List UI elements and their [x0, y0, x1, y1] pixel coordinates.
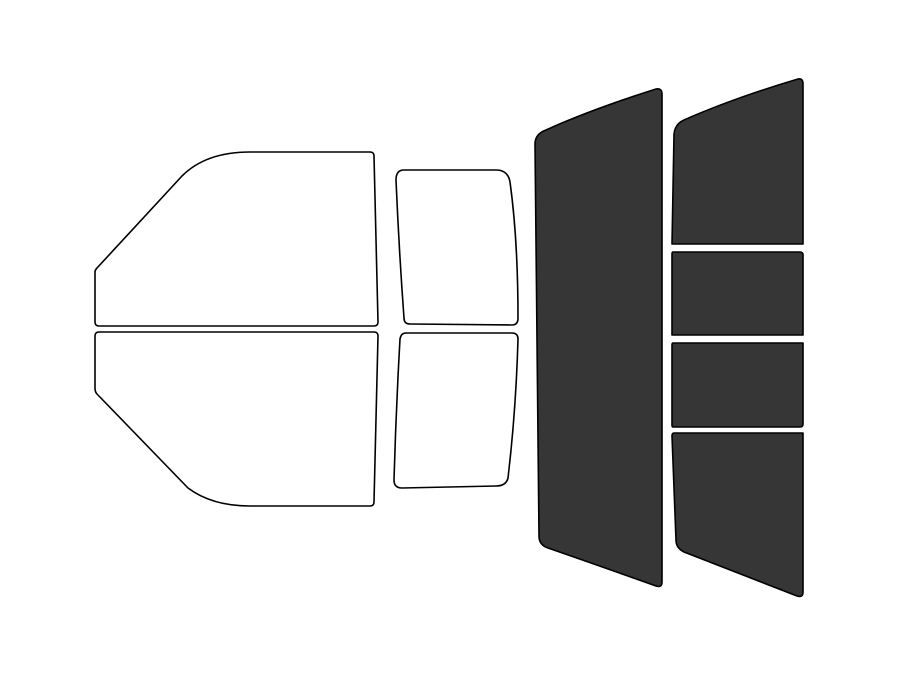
- rear-slider-bottom[interactable]: [671, 432, 804, 598]
- front-door-window-upper[interactable]: [94, 151, 379, 327]
- rear-door-window-lower[interactable]: [393, 332, 519, 489]
- rear-slider-top[interactable]: [671, 78, 804, 245]
- rear-windshield[interactable]: [534, 88, 663, 588]
- rear-door-window-upper[interactable]: [395, 169, 519, 326]
- front-door-window-lower[interactable]: [94, 331, 379, 507]
- rear-slider-center-lower[interactable]: [671, 342, 804, 428]
- rear-slider-center-upper[interactable]: [671, 251, 804, 336]
